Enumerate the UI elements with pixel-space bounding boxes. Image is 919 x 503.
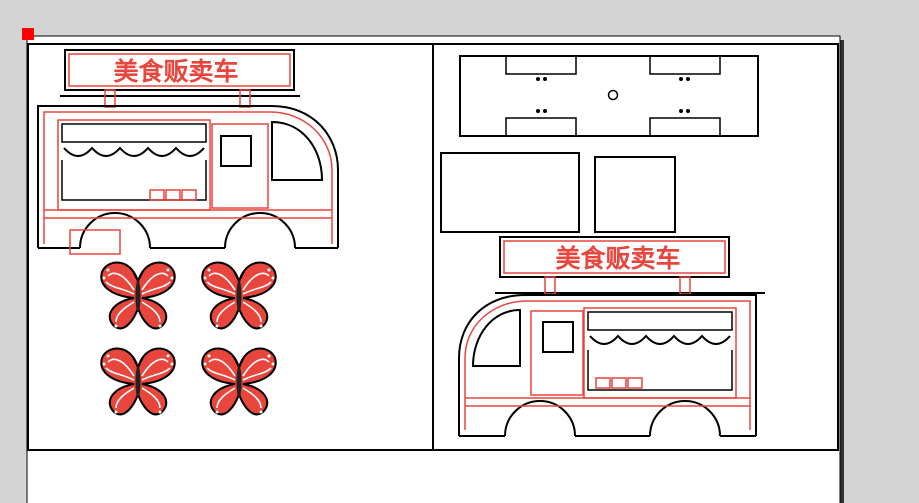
- panel-right: [432, 43, 839, 451]
- food-truck-left: 美食贩卖车: [37, 49, 339, 255]
- panel-piece-wide: [440, 152, 580, 233]
- truck-base-template: [459, 55, 759, 137]
- corner-marker-icon[interactable]: [22, 28, 34, 40]
- panel-piece-square: [594, 156, 676, 233]
- food-truck-right: 美食贩卖车: [458, 236, 765, 437]
- truck-sign-text-left: 美食贩卖车: [113, 57, 238, 86]
- truck-sign-text-right: 美食贩卖车: [555, 244, 680, 273]
